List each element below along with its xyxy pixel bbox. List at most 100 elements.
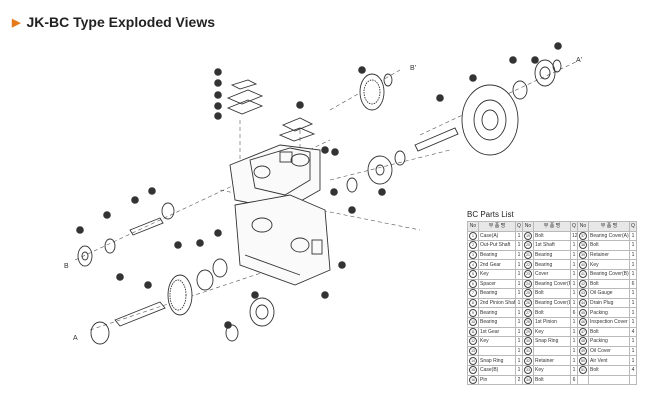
parts-list-header-row: No 부 품 명 Q No 부 품 명 Q No 부 품 명 Q	[467, 221, 637, 232]
case-a-upper	[229, 144, 321, 211]
part-number: 40	[577, 259, 589, 270]
part-number: 46	[577, 316, 589, 328]
part-quantity: 1	[629, 297, 637, 309]
part-name: Packing	[588, 336, 630, 347]
part-name: Bearing	[478, 307, 516, 318]
part-quantity: 1	[570, 268, 578, 280]
part-quantity: 1	[515, 288, 523, 299]
part-name: Key	[533, 326, 571, 338]
part-name: Bearing	[478, 288, 516, 299]
part-name: Bolt	[533, 230, 571, 242]
page-title-text: JK-BC Type Exploded Views	[26, 14, 215, 30]
part-number: 1	[467, 230, 479, 242]
part-number: 45	[577, 307, 589, 318]
part-quantity: 1	[515, 240, 523, 251]
part-number: 8	[467, 297, 479, 309]
part-number: 49	[577, 345, 589, 357]
part-name: Bolt	[533, 307, 571, 318]
part-quantity	[629, 374, 637, 386]
part-number: 3	[467, 249, 479, 261]
part-number: 32	[522, 355, 534, 366]
part-name	[533, 345, 571, 357]
part-quantity: 1	[629, 307, 637, 318]
part-number: 2	[467, 240, 479, 251]
part-name: 2nd Pinion Shaft	[478, 297, 516, 309]
inspection-cover-stack	[226, 79, 316, 142]
part-name: Cover	[533, 268, 571, 280]
part-name: Key	[533, 364, 571, 376]
part-number: 13	[467, 345, 479, 357]
part-number: 7	[467, 288, 479, 299]
part-name: Inspection Cover	[588, 316, 630, 328]
part-name: Bolt	[533, 374, 571, 386]
axis-label-a-prime: A'	[576, 57, 582, 64]
part-quantity: 1	[629, 316, 637, 328]
part-number: 38	[577, 240, 589, 251]
part-name: Bearing Cover(A)	[588, 230, 630, 242]
part-number: 48	[577, 336, 589, 347]
header-no: No	[577, 221, 589, 232]
part-name: Air Vent	[588, 355, 630, 366]
part-number: 47	[577, 326, 589, 338]
header-qty: Q	[629, 221, 637, 232]
part-quantity: 1	[570, 336, 578, 347]
part-quantity: 1	[515, 355, 523, 366]
part-quantity: 1	[629, 230, 637, 242]
part-quantity: 1	[515, 259, 523, 270]
part-name: Bolt	[588, 364, 630, 376]
part-name: Out-Put Shaft	[478, 240, 516, 251]
part-number: 5	[467, 268, 479, 280]
part-number	[577, 374, 589, 386]
part-quantity: 1	[629, 355, 637, 366]
part-number: 42	[577, 278, 589, 290]
orange-arrow-icon: ▶	[12, 16, 21, 29]
part-quantity: 1	[570, 278, 578, 290]
part-name: Spacer	[478, 278, 516, 290]
part-quantity: 1	[570, 259, 578, 270]
part-name: Retainer	[533, 355, 571, 366]
part-quantity: 1	[629, 259, 637, 270]
part-number: 21	[522, 249, 534, 261]
part-name: Pin	[478, 374, 516, 386]
part-name	[478, 345, 516, 357]
part-quantity: 1	[629, 336, 637, 347]
part-number: 23	[522, 268, 534, 280]
part-number: 43	[577, 288, 589, 299]
part-name: Retainer	[588, 249, 630, 261]
part-number: 4	[467, 259, 479, 270]
part-name: 1st Gear	[478, 326, 516, 338]
part-name: Packing	[588, 307, 630, 318]
header-qty: Q	[570, 221, 578, 232]
part-quantity: 1	[570, 288, 578, 299]
part-quantity: 1	[570, 249, 578, 261]
part-number: 27	[522, 307, 534, 318]
part-name: Bolt	[588, 278, 630, 290]
parts-list-title: BC Parts List	[467, 210, 514, 219]
page-title: ▶ JK-BC Type Exploded Views	[12, 14, 215, 30]
callout-markers	[76, 42, 562, 329]
part-quantity: 1	[629, 288, 637, 299]
part-number: 14	[467, 355, 479, 366]
part-number: 16	[467, 374, 479, 386]
part-number: 41	[577, 268, 589, 280]
part-name: Oil Cover	[588, 345, 630, 357]
part-name: Key	[588, 259, 630, 270]
part-number: 12	[467, 336, 479, 347]
right-cover-assembly	[414, 59, 562, 156]
part-name	[588, 374, 630, 386]
part-name: Bearing Cover(B)	[588, 268, 630, 280]
part-name: Bearing Cover(L)	[533, 297, 571, 309]
axis-label-b-prime: B'	[410, 65, 416, 72]
part-number: 31	[522, 345, 534, 357]
part-name: Snap Ring	[533, 336, 571, 347]
